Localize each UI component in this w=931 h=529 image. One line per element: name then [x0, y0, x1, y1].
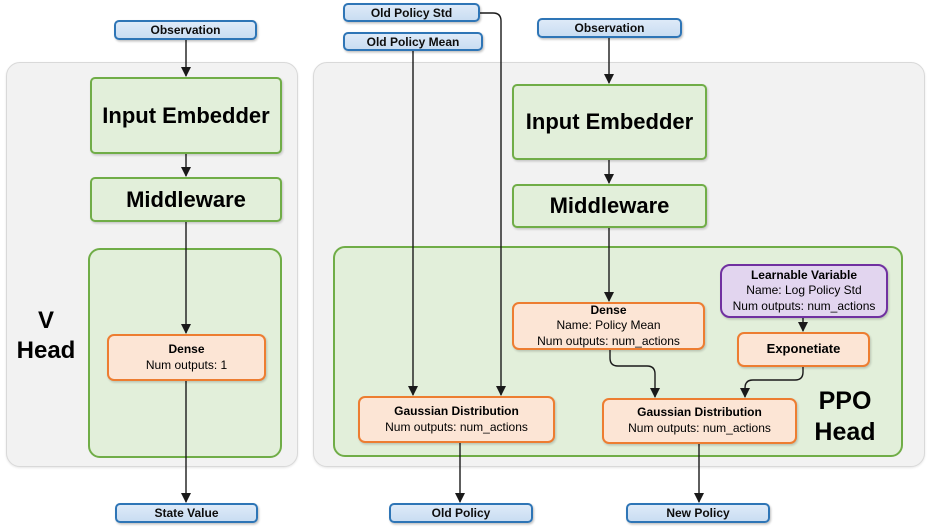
v-head-label-line2: Head	[16, 337, 76, 364]
old-policy-std-input-label: Old Policy Std	[370, 5, 453, 20]
learnable-variable-name: Name: Log Policy Std	[746, 283, 862, 298]
gaussian-new-title: Gaussian Distribution	[637, 405, 762, 420]
gaussian-distribution-old-node: Gaussian Distribution Num outputs: num_a…	[358, 396, 555, 443]
observation-input-left-label: Observation	[150, 23, 221, 37]
ppo-head-label-line1: PPO	[818, 387, 872, 415]
dense-policy-mean-name: Name: Policy Mean	[556, 318, 661, 333]
observation-input-left: Observation	[114, 20, 257, 40]
old-policy-mean-input-label: Old Policy Mean	[366, 34, 460, 49]
new-policy-output: New Policy	[626, 503, 770, 523]
input-embedder-right-label: Input Embedder	[525, 109, 694, 134]
exponetiate-node: Exponetiate	[737, 332, 870, 367]
ppo-head-label-line2: Head	[814, 418, 876, 447]
middleware-left-label: Middleware	[126, 186, 246, 212]
gaussian-old-title: Gaussian Distribution	[394, 403, 519, 418]
learnable-variable-title: Learnable Variable	[750, 267, 858, 282]
exponetiate-label: Exponetiate	[766, 341, 841, 357]
gaussian-distribution-new-node: Gaussian Distribution Num outputs: num_a…	[602, 398, 797, 444]
learnable-variable-outputs: Num outputs: num_actions	[732, 298, 876, 313]
state-value-output-label: State Value	[154, 506, 219, 520]
dense-v-node: Dense Num outputs: 1	[107, 334, 266, 381]
old-policy-mean-input: Old Policy Mean	[343, 32, 483, 51]
middleware-left: Middleware	[90, 177, 282, 222]
dense-policy-mean-title: Dense	[590, 302, 627, 317]
dense-v-title: Dense	[168, 341, 205, 356]
ppo-head-label: PPO Head	[795, 386, 895, 449]
middleware-right-label: Middleware	[549, 193, 670, 218]
input-embedder-left: Input Embedder	[90, 77, 282, 154]
observation-input-right-label: Observation	[574, 21, 645, 35]
v-head-label-line1: V	[37, 307, 54, 334]
middleware-right: Middleware	[512, 184, 707, 228]
learnable-variable-node: Learnable Variable Name: Log Policy Std …	[720, 264, 888, 318]
dense-v-outputs: Num outputs: 1	[145, 357, 228, 372]
gaussian-new-outputs: Num outputs: num_actions	[628, 421, 771, 435]
dense-policy-mean-node: Dense Name: Policy Mean Num outputs: num…	[512, 302, 705, 350]
input-embedder-right: Input Embedder	[512, 84, 707, 160]
v-head-label: V Head	[6, 306, 86, 366]
gaussian-old-outputs: Num outputs: num_actions	[385, 419, 528, 434]
input-embedder-left-label: Input Embedder	[102, 102, 270, 128]
new-policy-output-label: New Policy	[666, 506, 730, 520]
old-policy-output-label: Old Policy	[431, 506, 491, 520]
old-policy-output: Old Policy	[389, 503, 533, 523]
dense-policy-mean-outputs: Num outputs: num_actions	[537, 333, 680, 348]
state-value-output: State Value	[115, 503, 258, 523]
old-policy-std-input: Old Policy Std	[343, 3, 480, 22]
observation-input-right: Observation	[537, 18, 682, 38]
